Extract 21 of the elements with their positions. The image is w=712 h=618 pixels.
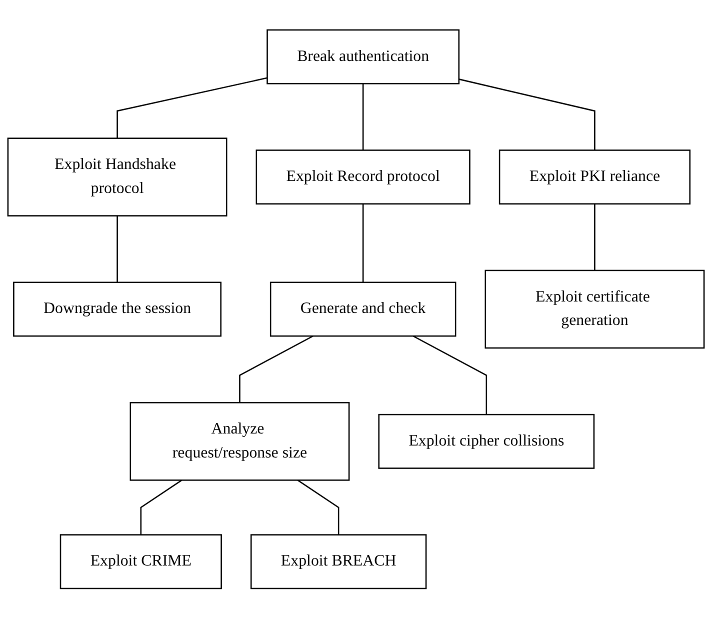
node-box: Exploit certificate generation <box>484 270 705 348</box>
connector <box>116 216 118 282</box>
node-box: Downgrade the session <box>13 282 222 336</box>
connector <box>140 479 182 535</box>
connector <box>116 77 268 138</box>
node-box: Break authentication <box>266 29 460 84</box>
connector <box>239 335 314 402</box>
node-box: Exploit PKI reliance <box>498 149 691 204</box>
node-box: Exploit CRIME <box>60 534 222 589</box>
node-box: Generate and check <box>270 282 456 336</box>
node-box: Exploit Handshake protocol <box>7 137 228 216</box>
connector <box>362 83 364 150</box>
connector <box>594 204 596 270</box>
connector <box>458 78 596 150</box>
connector <box>297 479 340 535</box>
node-box: Exploit Record protocol <box>256 149 470 204</box>
connector <box>412 335 488 414</box>
node-box: Exploit BREACH <box>250 534 427 589</box>
connector <box>362 204 364 282</box>
node-box: Analyze request/response size <box>130 402 350 481</box>
node-box: Exploit cipher collisions <box>378 414 595 469</box>
